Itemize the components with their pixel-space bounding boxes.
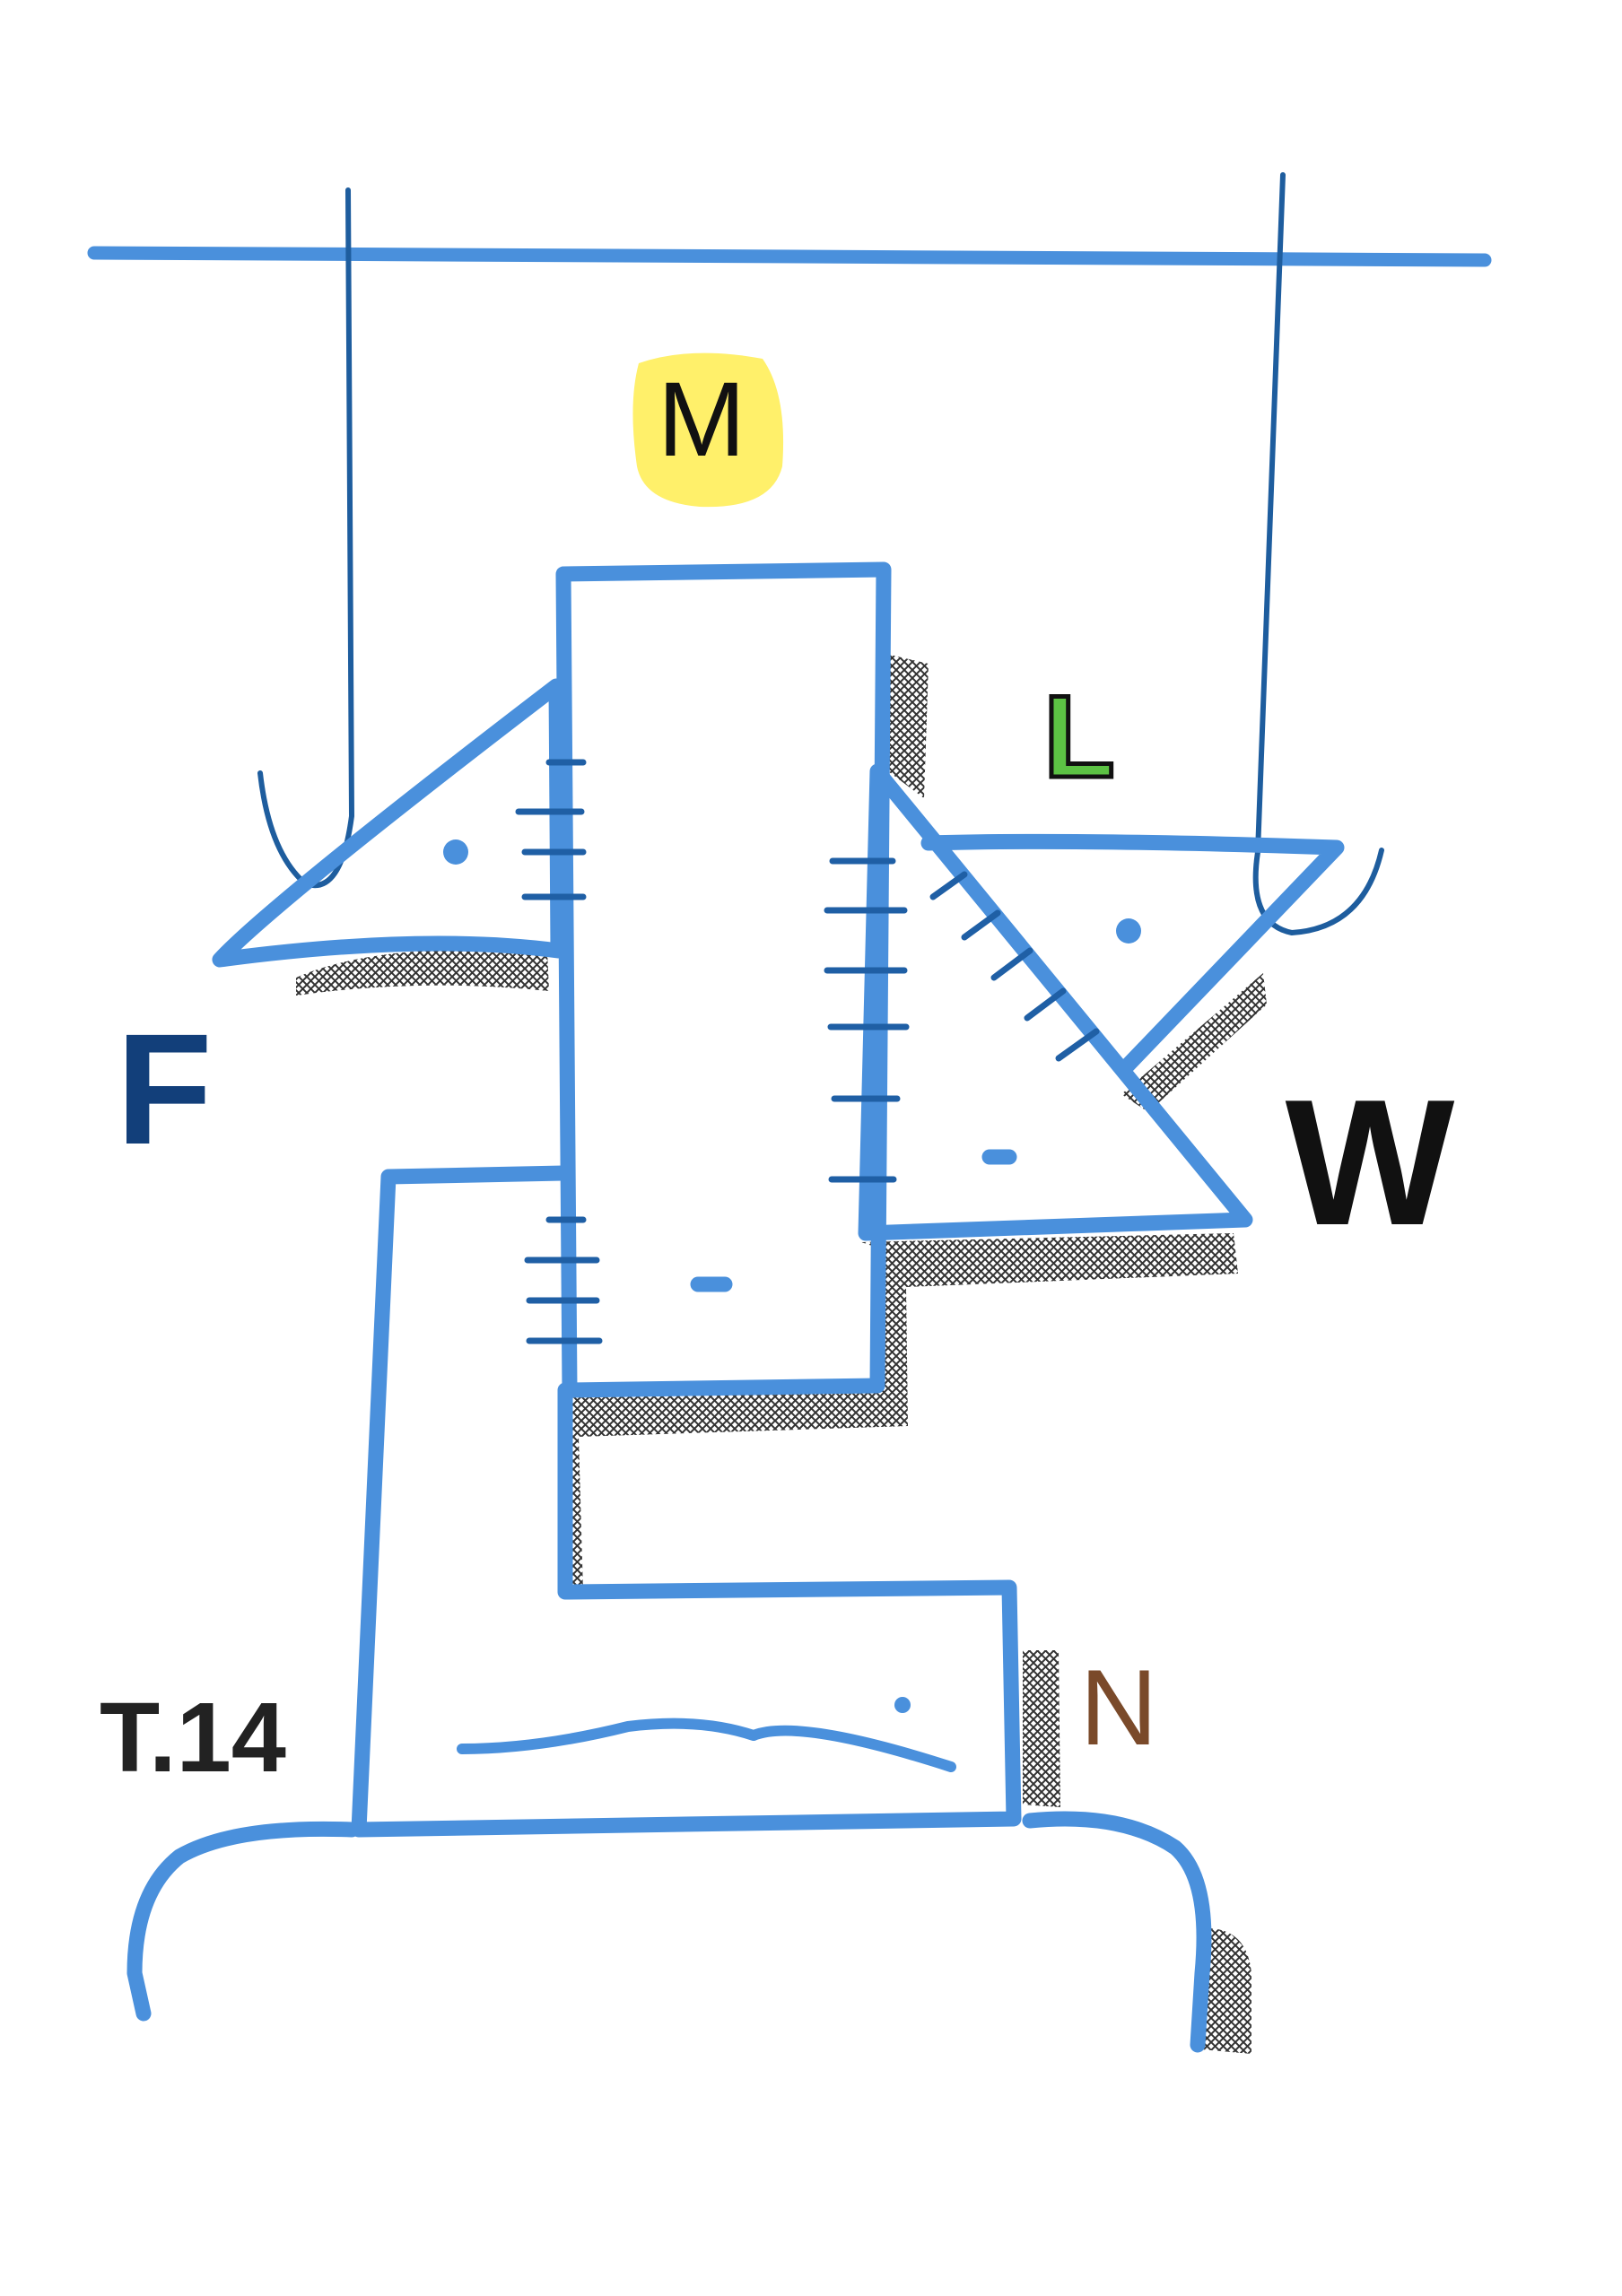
right-triangle-upper-flap bbox=[920, 833, 1345, 1075]
central-column bbox=[555, 561, 892, 1398]
label-f: F bbox=[116, 1002, 213, 1178]
base-wave bbox=[457, 1718, 956, 1772]
right-hanging-wire bbox=[1252, 172, 1384, 935]
label-w: W bbox=[1286, 1063, 1455, 1263]
left-hanging-wire bbox=[257, 187, 354, 888]
shadow-right-of-column-top bbox=[888, 655, 929, 798]
label-l: L bbox=[1043, 671, 1114, 802]
base-dot bbox=[894, 1697, 911, 1713]
shadow-stair bbox=[561, 1233, 1238, 1592]
left-triangle bbox=[212, 678, 566, 968]
shadow-base-right bbox=[1023, 1650, 1060, 1807]
label-m: M bbox=[658, 361, 746, 479]
shadow-right-triangle bbox=[1121, 973, 1267, 1112]
top-rail bbox=[87, 246, 1492, 267]
label-t14: T.14 bbox=[100, 1683, 286, 1793]
right-triangle-dot bbox=[1116, 918, 1141, 944]
label-n: N bbox=[1080, 1648, 1158, 1768]
column-ticks-left bbox=[515, 759, 603, 1344]
triangle-diagonal-ticks bbox=[929, 871, 1100, 1062]
shadow-hatching bbox=[296, 655, 1267, 2054]
left-triangle-dot bbox=[443, 839, 468, 865]
shadow-lower-right-curve bbox=[1200, 1928, 1251, 2054]
column-ticks-right bbox=[824, 857, 910, 1183]
lower-body bbox=[351, 1165, 1022, 1838]
shadow-left-under-triangle bbox=[296, 949, 549, 996]
bottom-arch-left bbox=[126, 1821, 360, 2022]
bottom-arch-right bbox=[1022, 1811, 1212, 2053]
m-highlight bbox=[632, 352, 784, 508]
